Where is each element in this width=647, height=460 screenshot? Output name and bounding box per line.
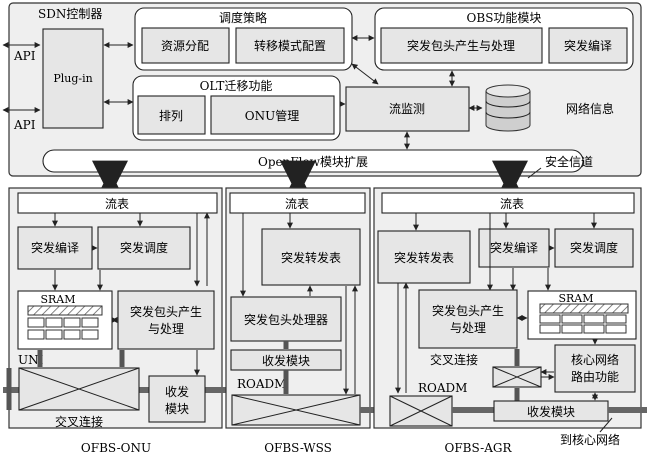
onu-burst-schedule-box [97,226,191,270]
agr-burst-schedule-box [554,228,634,268]
network-info-label: 网络信息 [566,101,614,116]
schedule-strategy-group: 调度策略 资源分配 转移模式配置 [134,7,353,71]
api-top-label: API [13,49,36,63]
burst-header-gen-label: 突发包头产生与处理 [407,38,515,53]
obs-module-group: OBS功能模块 突发包头产生与处理 突发编译 [374,7,634,71]
resource-allocation-label: 资源分配 [161,39,209,53]
agr-header-proc-l2: 与处理 [450,321,486,335]
agr-roadm-box [389,395,453,427]
onu-sram-label: SRAM [40,293,75,306]
burst-header-gen-box [380,27,543,64]
transfer-mode-box [235,27,345,64]
secure-channel-label: 安全信道 [545,154,593,169]
database-icon [485,84,531,132]
transfer-mode-label: 转移模式配置 [254,38,326,53]
onu-header-proc-box [117,290,215,350]
agr-flow-table-label: 流表 [500,197,524,211]
onu-management-label: ONU管理 [245,108,299,123]
onu-name: OFBS-ONU [81,441,151,455]
agr-core-l1: 核心网络 [571,352,619,367]
wss-burst-forward-label: 突发转发表 [281,250,341,265]
openflow-extension-bar: OpenFlow模块扩展 [42,149,584,173]
agr-burst-compile-box [478,228,550,268]
onu-header-proc-l1: 突发包头产生 [130,304,202,319]
wss-flow-table-label: 流表 [285,197,309,211]
onu-flow-table [17,192,218,214]
wss-flow-table [229,192,366,214]
onu-trx-box [148,375,206,423]
agr-core-routing-box [554,344,636,393]
agr-header-proc-box [418,289,518,349]
onu-flow-table-label: 流表 [105,197,129,211]
arrange-box [137,95,206,135]
agr-trx-label: 收发模块 [527,404,575,419]
onu-cross-label: 交叉连接 [55,414,103,429]
sdn-controller-panel: SDN控制器 API API Plug-in 调度策略 资源分配 转移模式配置 [2,2,642,177]
onu-trx-l1: 收发 [165,384,189,399]
controller-title: SDN控制器 [38,7,102,21]
flow-monitor-label: 流监测 [389,102,425,116]
flow-monitor-box: 流监测 [345,86,470,132]
agr-burst-compile-label: 突发编译 [490,240,538,255]
agr-flow-table [381,192,635,214]
agr-header-proc-l1: 突发包头产生 [432,303,504,318]
resource-allocation-box [141,27,230,64]
onu-burst-schedule-label: 突发调度 [120,240,168,255]
agr-cross-label: 交叉连接 [430,352,478,367]
burst-compile-box [548,27,628,64]
wss-header-processor-label: 突发包头处理器 [244,312,328,327]
onu-management-box [210,95,335,135]
onu-header-proc-l2: 与处理 [148,322,184,336]
api-bottom-arrow: API [2,107,41,132]
obs-title: OBS功能模块 [467,11,542,25]
plugin-label: Plug-in [53,72,92,85]
onu-sram: SRAM [17,290,113,350]
onu-burst-compile-label: 突发编译 [31,240,79,255]
agr-burst-forward-label: 突发转发表 [394,250,454,265]
api-top-arrow: API [2,42,41,63]
to-core-network-label: 到核心网络 [560,432,620,447]
agr-burst-schedule-label: 突发调度 [570,240,618,255]
agr-burst-forward-box [377,230,471,284]
onu-cross-connect [18,350,140,411]
uni-label: UNI [18,353,44,367]
wss-trx-label: 收发模块 [262,353,310,368]
agr-sram-label: SRAM [558,292,593,305]
ofbs-agr-panel: 流表 突发转发表 突发编译 突发调度 突发包头产生 与处理 SRAM [373,187,647,429]
arrange-label: 排列 [159,109,183,123]
olt-migration-group: OLT迁移功能 排列 ONU管理 [132,75,341,141]
agr-roadm-label: ROADM [418,381,467,395]
burst-compile-label: 突发编译 [564,38,612,53]
schedule-title: 调度策略 [219,10,267,25]
ofbs-onu-panel: 流表 突发编译 突发调度 SRAM 突发包头产生 与处理 [3,187,232,429]
plugin-box: Plug-in [42,28,104,129]
wss-roadm-label: ROADM [237,377,286,391]
api-bottom-label: API [13,118,36,132]
agr-sram: SRAM [527,290,637,340]
openflow-label: OpenFlow模块扩展 [258,155,368,169]
wss-burst-forward-box [261,228,361,286]
wss-roadm-box [231,370,361,426]
agr-name: OFBS-AGR [445,441,513,455]
wss-name: OFBS-WSS [264,441,332,455]
ofbs-wss-panel: 流表 突发转发表 突发包头处理器 收发模块 ROADM [225,187,371,429]
onu-trx-l2: 模块 [165,402,189,416]
agr-core-l2: 路由功能 [571,369,619,384]
olt-title: OLT迁移功能 [200,79,273,93]
